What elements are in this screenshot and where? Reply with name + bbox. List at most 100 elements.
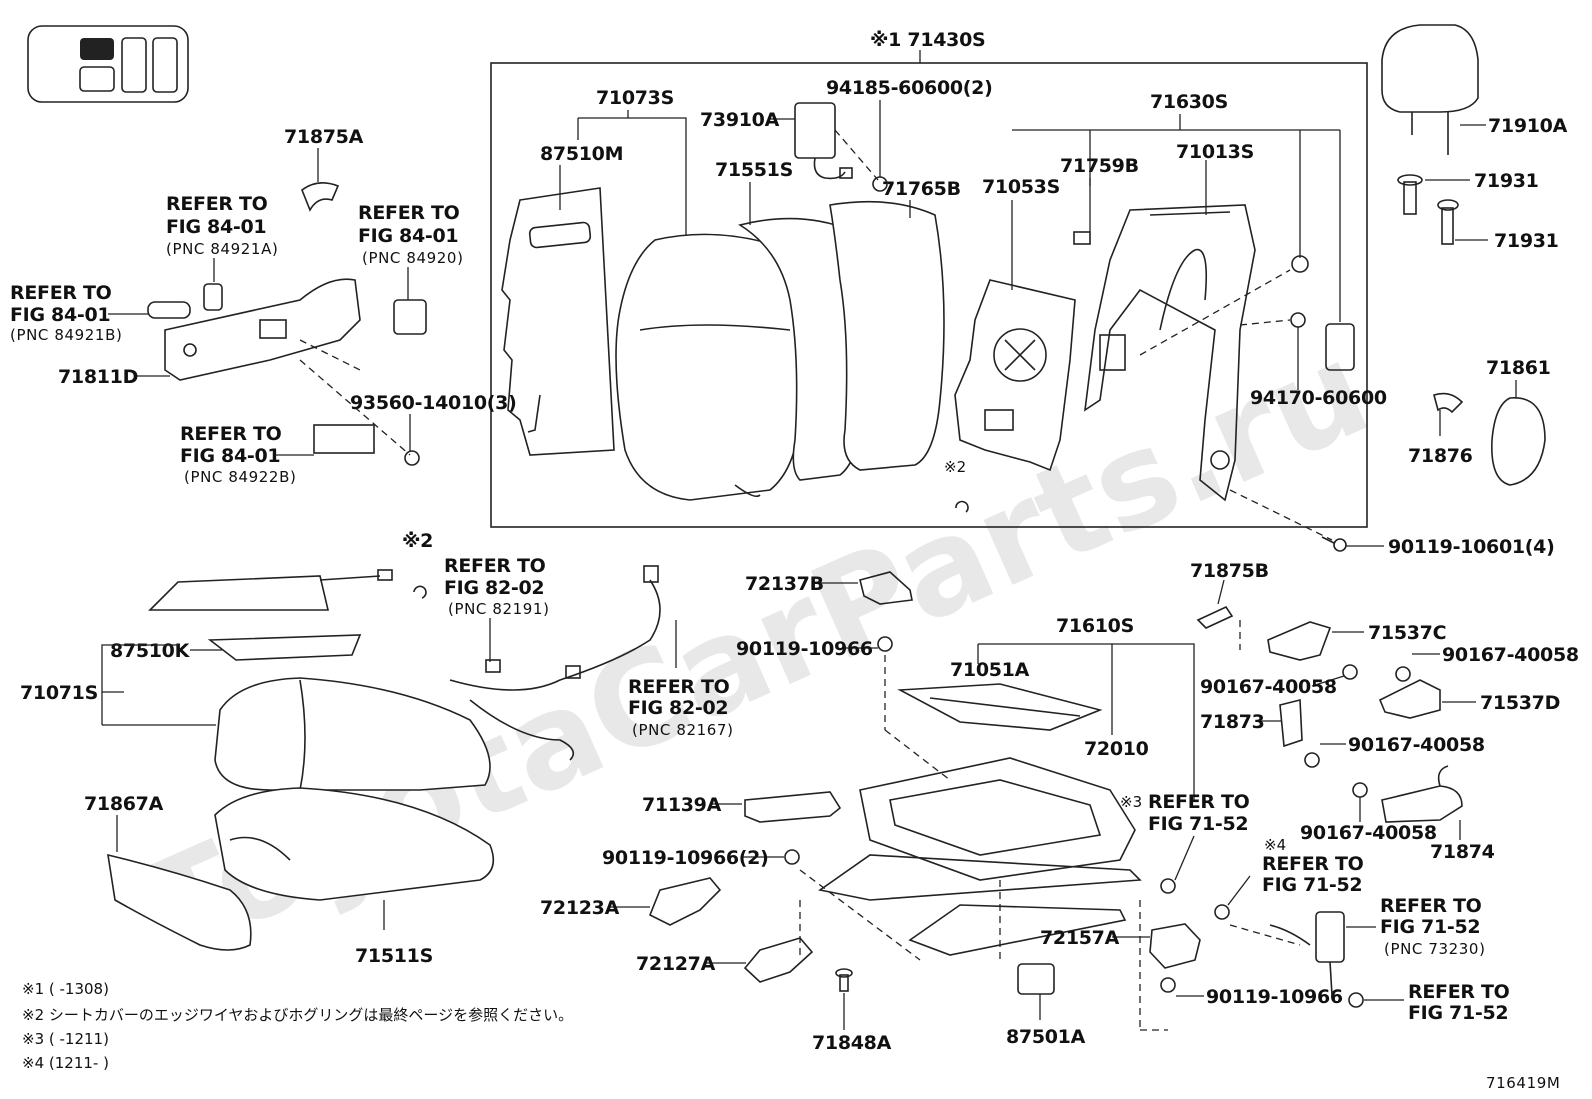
refer-84920-l1: REFER TO (358, 202, 460, 224)
shield-cover-icon (301, 182, 340, 212)
callout-71051A: 71051A (950, 659, 1030, 681)
footnote-1: ※1 ( -1308) (22, 980, 109, 998)
callout-71013S: 71013S (1176, 141, 1254, 163)
refer-84922B-l2: FIG 84-01 (180, 445, 280, 467)
callout-71875A: 71875A (284, 126, 364, 148)
callout-87510K: 87510K (110, 640, 191, 662)
refer-71-52-c-l2: FIG 71-52 (1408, 1002, 1508, 1024)
callout-72010: 72010 (1084, 738, 1149, 760)
clip-icon (1291, 255, 1309, 273)
refer-84922B-l3: (PNC 84922B) (184, 468, 296, 486)
screw-icon (1304, 752, 1320, 768)
seatback-cover (615, 233, 803, 501)
callout-71537C: 71537C (1368, 622, 1446, 644)
callout-71910A: 71910A (1488, 115, 1568, 137)
headrest-support (1397, 174, 1423, 215)
fastener-icon (835, 968, 853, 992)
seatback-heater-mat (501, 187, 615, 456)
refer-84921A-l1: REFER TO (166, 193, 268, 215)
refer-84922B-l1: REFER TO (180, 423, 282, 445)
refer-71-52-b-l2: FIG 71-52 (1262, 874, 1362, 896)
recliner-bracket (1381, 785, 1463, 823)
recliner-cover-inner (1378, 679, 1441, 719)
side-airbag (794, 102, 853, 180)
seatback-frame (1083, 204, 1256, 502)
adjuster-cover (859, 571, 913, 605)
callout-71848A: 71848A (812, 1032, 892, 1054)
seatback-board (954, 279, 1076, 472)
side-shield (164, 278, 361, 381)
callout-71073S: 71073S (596, 87, 674, 109)
clip-icon (1214, 904, 1230, 920)
callout-94185-60600: 94185-60600(2) (826, 77, 992, 99)
mark-4: ※4 (1264, 836, 1286, 854)
mark-2-mid: ※2 (402, 530, 433, 552)
seat-track (818, 854, 1142, 956)
callout-93560-14010: 93560-14010(3) (350, 392, 516, 414)
footnote-2: ※2 シートカバーのエッジワイヤおよびホグリングは最終ページを参照ください。 (22, 1006, 573, 1024)
refer-82167-l1: REFER TO (628, 676, 730, 698)
callout-72123A: 72123A (540, 897, 620, 919)
seat-cushion-pad (214, 787, 495, 901)
refer-82191-l2: FIG 82-02 (444, 577, 544, 599)
hinge-cover (1491, 397, 1546, 486)
callout-71053S: 71053S (982, 176, 1060, 198)
callout-71610S: 71610S (1056, 615, 1134, 637)
refer-71-52-a-l2: FIG 71-52 (1148, 813, 1248, 835)
callout-71759B: 71759B (1060, 155, 1139, 177)
callout-71876: 71876 (1408, 445, 1473, 467)
callout-71430S: ※1 71430S (870, 29, 985, 51)
callout-90119-10601: 90119-10601(4) (1388, 536, 1554, 558)
bolt-icon (1160, 977, 1176, 993)
nut-icon (1348, 992, 1364, 1008)
shield-cover-icon (1196, 605, 1234, 629)
seat-cushion-cover (214, 677, 491, 791)
callout-71551S: 71551S (715, 159, 793, 181)
lumbar-switch-icon (1325, 323, 1355, 371)
bolt-icon (877, 636, 893, 652)
refer-82191-l3: (PNC 82191) (448, 600, 550, 618)
callout-71931-a: 71931 (1474, 170, 1539, 192)
refer-73230-l3: (PNC 73230) (1384, 940, 1486, 958)
seat-cushion-frame (859, 757, 1136, 881)
refer-82167-l2: FIG 82-02 (628, 697, 728, 719)
seat-switch-icon (313, 424, 375, 454)
screw-icon (1342, 664, 1358, 680)
seatback-rear-cover (829, 200, 945, 471)
mark-3: ※3 (1120, 793, 1142, 811)
refer-84920-l2: FIG 84-01 (358, 225, 458, 247)
callout-71537D: 71537D (1480, 692, 1560, 714)
callout-71861: 71861 (1486, 357, 1551, 379)
callout-71874: 71874 (1430, 841, 1495, 863)
seat-spring (897, 683, 1103, 731)
callout-72157A: 72157A (1040, 927, 1120, 949)
refer-84921A-l2: FIG 84-01 (166, 216, 266, 238)
screw-icon (404, 450, 420, 466)
sensor-icon (1017, 963, 1055, 995)
callout-90119-10966-b: 90119-10966 (1206, 986, 1343, 1008)
clip-icon (1073, 231, 1091, 245)
cushion-heater-mat (148, 569, 393, 661)
callout-71867A: 71867A (84, 793, 164, 815)
callout-71765B: 71765B (882, 178, 961, 200)
refer-84921B-l3: (PNC 84921B) (10, 326, 122, 344)
track-cover-front (648, 877, 722, 926)
callout-90119-10966-2: 90119-10966(2) (602, 847, 768, 869)
callout-73910A: 73910A (700, 109, 780, 131)
seatback-assembly-frame (490, 62, 1368, 528)
callout-90167-40058-d: 90167-40058 (1300, 822, 1437, 844)
refer-82191-l1: REFER TO (444, 555, 546, 577)
bolt-icon (784, 849, 800, 865)
switch-knob-icon (203, 283, 223, 311)
refer-82167-l3: (PNC 82167) (632, 721, 734, 739)
figure-id: 716419M (1486, 1074, 1560, 1092)
callout-87501A: 87501A (1006, 1026, 1086, 1048)
refer-71-52-a-l1: REFER TO (1148, 791, 1250, 813)
mark-2-top: ※2 (944, 458, 966, 476)
seat-belt-buckle (1269, 911, 1345, 996)
callout-71630S: 71630S (1150, 91, 1228, 113)
cushion-edge-cover (107, 853, 252, 951)
knob-icon (147, 301, 191, 319)
callout-71071S: 71071S (20, 682, 98, 704)
